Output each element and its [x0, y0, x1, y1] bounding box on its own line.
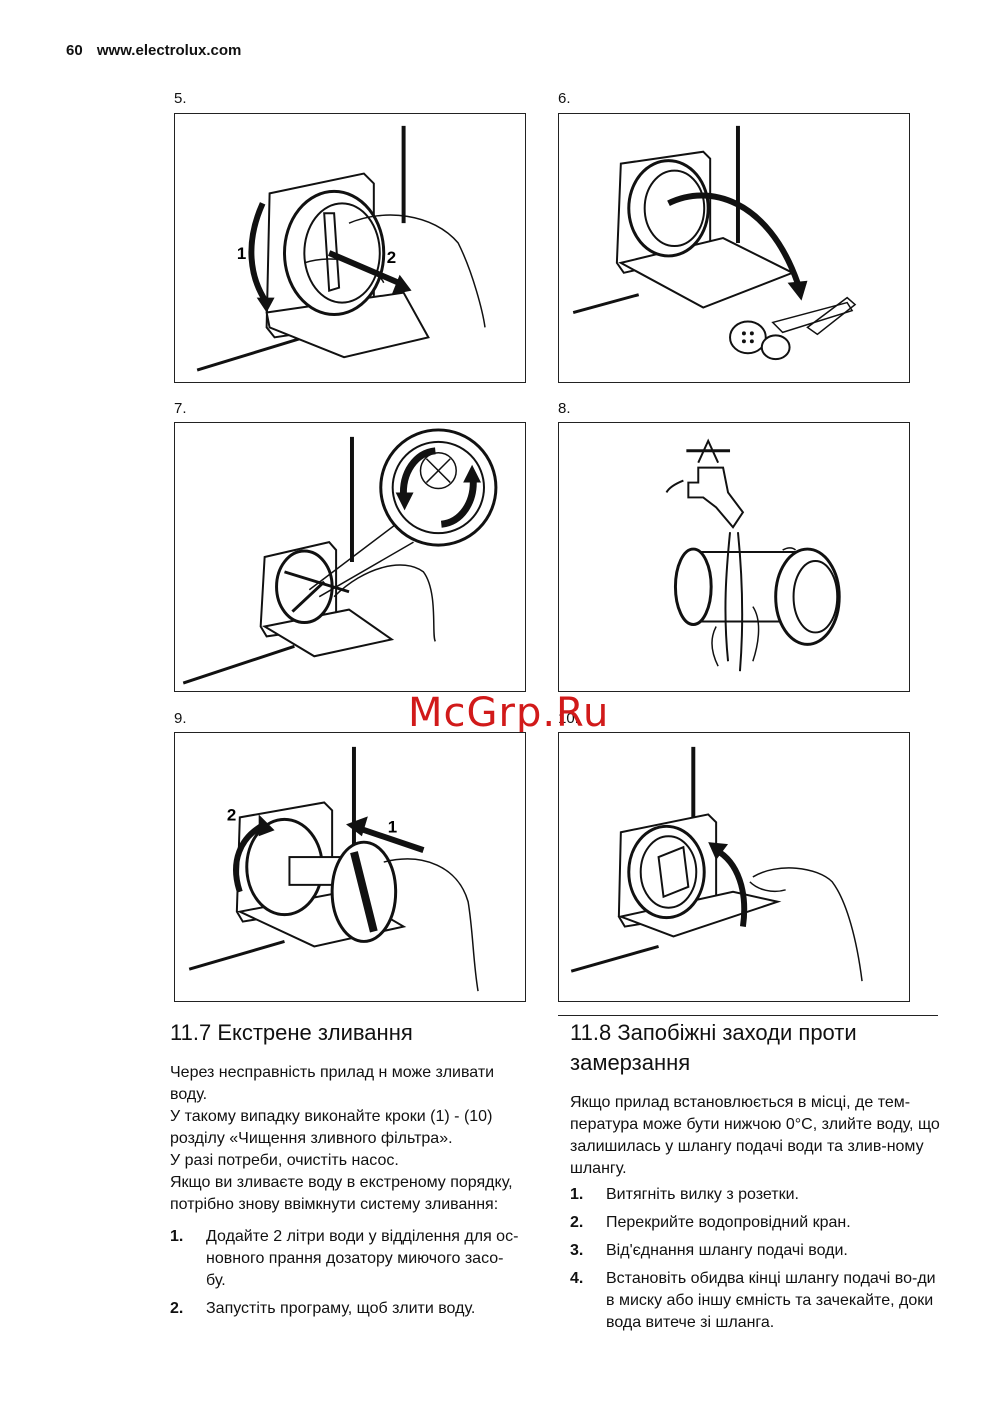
paragraph: Якщо ви зливаєте воду в екстреному поряд…	[170, 1174, 513, 1213]
list-item: 1. Витягніть вилку з розетки.	[570, 1186, 799, 1203]
section-11-7-body: Через несправність прилад н може зливати…	[170, 1062, 520, 1216]
filter-removed-coins-illustration	[572, 125, 857, 361]
figure-label-9: 9.	[174, 710, 187, 727]
filter-clean-detail-illustration	[182, 428, 498, 685]
filter-rinse-tap-illustration	[665, 438, 841, 672]
figure-9-illustration: 2 1	[174, 732, 526, 1002]
section-title-11-8: 11.8 Запобіжні заходи проти замерзання	[570, 1018, 940, 1078]
section-11-8-steps: 1. Витягніть вилку з розетки. 2. Перекри…	[570, 1184, 940, 1340]
section-heading: Екстрене зливання	[217, 1020, 413, 1045]
figure-label-6: 6.	[558, 90, 571, 107]
filter-insert-illustration: 2 1	[188, 746, 479, 992]
watermark: McGrp.Ru	[408, 690, 610, 736]
section-divider	[558, 1015, 938, 1016]
section-number: 11.8	[570, 1020, 612, 1045]
paragraph: Якщо прилад встановлюється в місці, де т…	[570, 1094, 940, 1177]
section-title-11-7: 11.7 Екстрене зливання	[170, 1018, 550, 1048]
list-item: 4. Встановіть обидва кінці шлангу подачі…	[570, 1270, 936, 1331]
website-url: www.electrolux.com	[96, 42, 242, 59]
page-header: 60 www.electrolux.com	[66, 42, 241, 59]
flap-close-illustration	[570, 746, 863, 982]
section-11-7-steps: 1. Додайте 2 літри води у відділення для…	[170, 1226, 520, 1326]
figure-7-illustration	[174, 422, 526, 692]
list-item: 3. Від'єднання шлангу подачі води.	[570, 1242, 848, 1259]
figure-6-illustration	[558, 113, 910, 383]
arrow-label-1: 1	[237, 244, 246, 263]
section-number: 11.7	[170, 1020, 212, 1045]
filter-unscrew-illustration: 1 2	[196, 125, 486, 372]
arrow-label-2: 2	[227, 805, 236, 824]
arrow-label-1: 1	[388, 817, 397, 836]
arrow-label-2: 2	[387, 248, 396, 267]
figure-label-8: 8.	[558, 400, 571, 417]
list-item: 1. Додайте 2 літри води у відділення для…	[170, 1228, 519, 1289]
figure-10-illustration	[558, 732, 910, 1002]
figure-5-illustration: 1 2	[174, 113, 526, 383]
figure-label-10: 10.	[558, 710, 579, 727]
paragraph: Через несправність прилад н може зливати…	[170, 1064, 495, 1103]
figure-label-5: 5.	[174, 90, 187, 107]
section-heading: Запобіжні заходи проти замерзання	[570, 1020, 857, 1075]
section-11-8-body: Якщо прилад встановлюється в місці, де т…	[570, 1092, 940, 1180]
page-number: 60	[66, 42, 83, 59]
list-item: 2. Запустіть програму, щоб злити воду.	[170, 1300, 476, 1317]
paragraph: У такому випадку виконайте кроки (1) - (…	[170, 1108, 493, 1147]
figure-8-illustration	[558, 422, 910, 692]
figure-label-7: 7.	[174, 400, 187, 417]
paragraph: У разі потреби, очистіть насос.	[170, 1152, 399, 1169]
list-item: 2. Перекрийте водопровідний кран.	[570, 1214, 851, 1231]
